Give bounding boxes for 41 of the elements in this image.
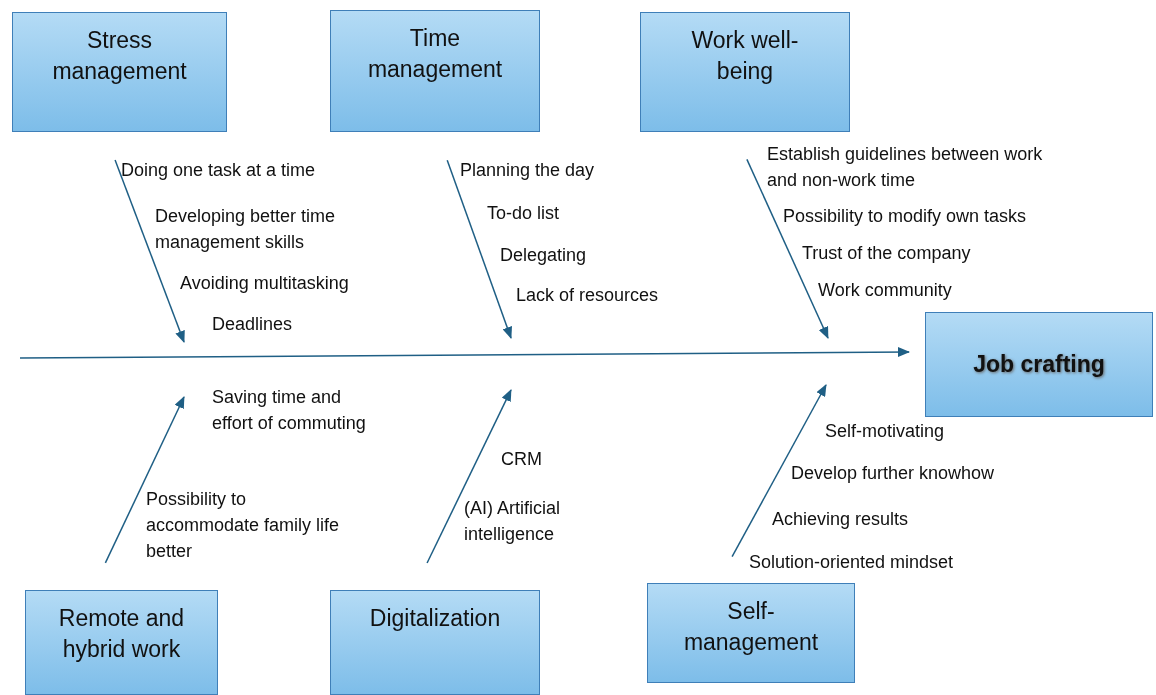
cause-label: Possibility to accommodate family life better	[146, 488, 341, 563]
branch-arrow	[114, 159, 185, 343]
box-title: Digitalization	[369, 604, 501, 633]
cause-label: Deadlines	[212, 313, 293, 336]
cause-label: CRM	[501, 448, 542, 471]
branch-arrow	[731, 384, 827, 558]
box-title: Work well-being	[690, 26, 800, 86]
cause-label: Achieving results	[772, 508, 909, 531]
cause-label: Doing one task at a time	[121, 159, 316, 182]
cause-label: Establish guidelines between work and non-work time	[767, 143, 1044, 192]
cause-label: (AI) Artificial intelligence	[464, 497, 561, 546]
cause-label: Solution-oriented mindset	[749, 551, 954, 574]
box-title: Self-management	[682, 597, 820, 657]
cause-label: To-do list	[487, 202, 560, 225]
cause-label: Develop further knowhow	[791, 462, 995, 485]
cause-label: Work community	[818, 279, 952, 302]
cause-label: Avoiding multitasking	[180, 272, 349, 295]
box-title: Job crafting	[973, 350, 1105, 379]
branch-arrow	[746, 158, 829, 339]
category-box	[640, 12, 850, 132]
branch-arrow	[446, 159, 512, 339]
branch-arrow	[426, 389, 512, 564]
category-box	[647, 583, 855, 683]
category-box	[25, 590, 218, 695]
box-title: Time management	[366, 24, 504, 84]
category-box	[330, 590, 540, 695]
cause-label: Trust of the company	[802, 242, 971, 265]
box-title: Remote and hybrid work	[57, 604, 186, 664]
cause-label: Planning the day	[460, 159, 595, 182]
effect-box	[925, 312, 1153, 417]
cause-label: Lack of resources	[516, 284, 659, 307]
spine-arrow	[19, 347, 910, 359]
category-box	[12, 12, 227, 132]
cause-label: Delegating	[500, 244, 587, 267]
cause-label: Developing better time management skills	[155, 205, 337, 254]
box-title: Stress management	[51, 26, 188, 86]
cause-label: Saving time and effort of commuting	[212, 386, 367, 435]
cause-label: Possibility to modify own tasks	[783, 205, 1027, 228]
branch-arrow	[104, 396, 185, 564]
category-box	[330, 10, 540, 132]
cause-label: Self-motivating	[825, 420, 945, 443]
